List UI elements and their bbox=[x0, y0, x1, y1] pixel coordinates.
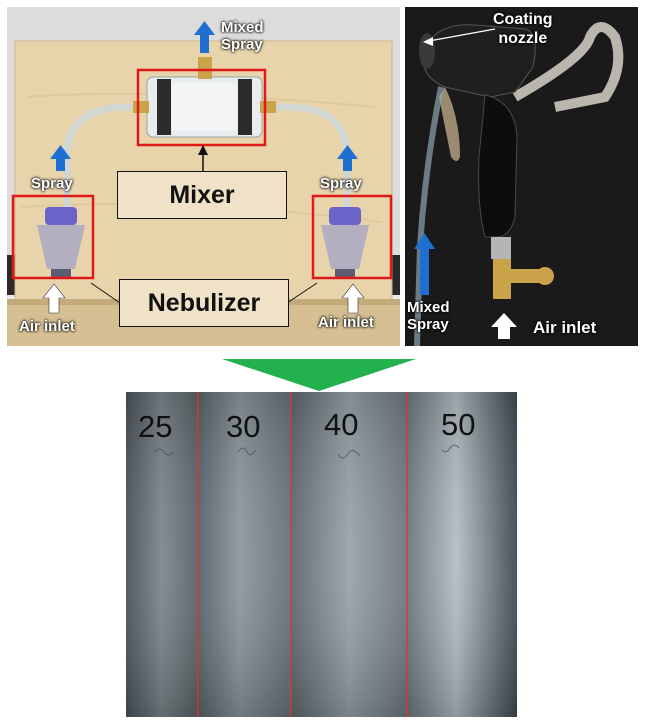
mixed-spray-gun-label: Mixed Spray bbox=[407, 299, 450, 333]
mixed-spray-label: Mixed Spray bbox=[221, 19, 264, 53]
down-arrow-icon bbox=[222, 359, 416, 391]
mixed-spray-label-line1: Mixed bbox=[221, 19, 264, 36]
mixed-spray-gun-label-line1: Mixed bbox=[407, 299, 450, 316]
spray-left-label: Spray bbox=[31, 175, 73, 192]
sample-label-30: 30 bbox=[226, 409, 261, 444]
mixed-spray-label-line2: Spray bbox=[221, 36, 263, 53]
air-inlet-left-arrow-icon bbox=[42, 283, 66, 314]
spray-gun-illustration bbox=[405, 7, 638, 346]
air-inlet-gun-label: Air inlet bbox=[533, 318, 597, 337]
coated-samples-photo: 25 30 40 50 bbox=[126, 392, 517, 717]
mixed-spray-gun-label-line2: Spray bbox=[407, 316, 449, 333]
sample-label-50: 50 bbox=[441, 407, 476, 442]
apparatus-illustration bbox=[7, 7, 400, 346]
air-inlet-up-arrow-icon bbox=[491, 313, 517, 339]
air-inlet-left-label: Air inlet bbox=[19, 318, 75, 335]
coating-nozzle-label: Coating nozzle bbox=[493, 10, 553, 48]
coating-nozzle-label-line2: nozzle bbox=[498, 30, 548, 47]
samples-illustration bbox=[126, 392, 517, 717]
spray-left-arrow-icon bbox=[50, 145, 71, 171]
mixed-spray-up-arrow-icon bbox=[414, 233, 435, 295]
mixer-label: Mixer bbox=[117, 171, 287, 219]
sample-label-25: 25 bbox=[138, 409, 173, 444]
air-inlet-right-label: Air inlet bbox=[318, 314, 374, 331]
nebulizer-mixer-photo: Mixed Spray Mixer Nebulizer Spray Spray … bbox=[7, 7, 400, 346]
nebulizer-left-highlight-box bbox=[11, 194, 95, 280]
air-inlet-right-arrow-icon bbox=[341, 283, 365, 314]
nebulizer-right-highlight-box bbox=[311, 194, 393, 280]
spray-right-label: Spray bbox=[320, 175, 362, 192]
mixed-spray-arrow-icon bbox=[194, 21, 215, 53]
nebulizer-label: Nebulizer bbox=[119, 279, 289, 327]
coating-gun-photo: Coating nozzle Mixed Spray Air inlet bbox=[405, 7, 638, 346]
spray-right-arrow-icon bbox=[337, 145, 358, 171]
coating-nozzle-label-line1: Coating bbox=[493, 11, 553, 28]
sample-label-40: 40 bbox=[324, 407, 359, 442]
mixer-highlight-box bbox=[136, 68, 267, 147]
